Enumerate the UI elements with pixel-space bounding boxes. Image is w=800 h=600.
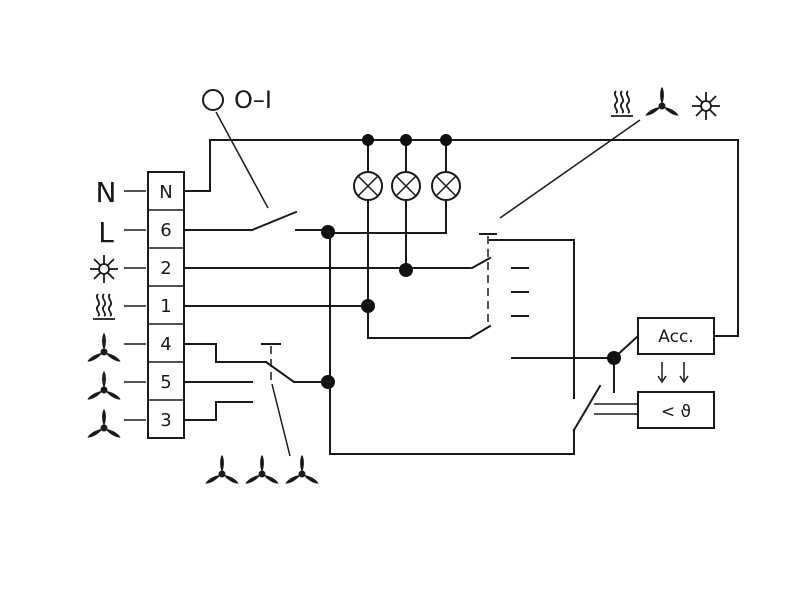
- fan-low-icon: [204, 455, 240, 486]
- terminal-block: N 6 2 1 4 5 3: [147, 171, 185, 439]
- indicator-lamp-icon: [353, 171, 383, 201]
- fan-switch-pointer-line: [271, 383, 291, 457]
- main-switch: [250, 210, 298, 232]
- terminal-block-frame: [147, 171, 185, 439]
- thermostat-switch: [572, 384, 602, 432]
- terminal-3: 3: [160, 410, 171, 431]
- fan-low-icon: [86, 333, 122, 364]
- mode-selector-switch: [367, 119, 641, 399]
- acc-label: Acc.: [658, 327, 693, 347]
- neutral-label: N: [96, 176, 117, 209]
- fan-icon: [644, 87, 680, 118]
- terminal-2: 2: [160, 258, 171, 279]
- neutral-wire: [183, 139, 739, 337]
- snowflake-icon: [691, 91, 721, 121]
- switch-pointer-line: [215, 111, 269, 209]
- selector-pointer-line: [499, 119, 641, 219]
- terminal-6: 6: [160, 220, 171, 241]
- fan-high-icon: [284, 455, 320, 486]
- acc-box: [637, 317, 715, 355]
- line-label: L: [98, 216, 114, 249]
- fan-high-icon: [86, 409, 122, 440]
- indicator-lamps: [329, 134, 461, 339]
- terminal-4: 4: [160, 334, 171, 355]
- fan-mid-icon: [86, 371, 122, 402]
- fan-mid-icon: [244, 455, 280, 486]
- switch-label: O–I: [234, 86, 272, 114]
- terminal-n: N: [159, 182, 172, 203]
- indicator-lamp-icon: [391, 171, 421, 201]
- indicator-lamp-icon: [431, 171, 461, 201]
- thermostat-label: < ϑ: [661, 402, 691, 422]
- terminal-1: 1: [160, 296, 171, 317]
- terminal-5: 5: [160, 372, 171, 393]
- thermostat-box: [637, 391, 715, 429]
- snowflake-icon: [89, 254, 119, 284]
- fan-speed-switch: [183, 343, 331, 457]
- heating-icon: [92, 293, 116, 320]
- heating-icon: [610, 90, 634, 117]
